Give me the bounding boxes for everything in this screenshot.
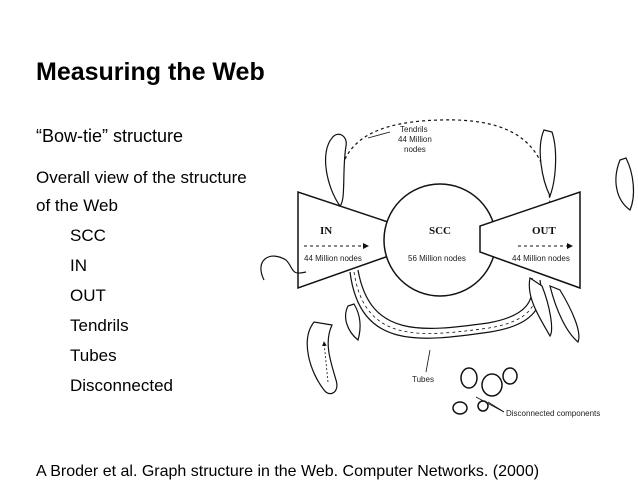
tubes-label: Tubes <box>412 375 434 384</box>
tendril-top-right <box>539 129 557 198</box>
scc-component <box>383 183 497 297</box>
tendrils-label-1: Tendrils <box>400 125 428 134</box>
disconnected-blob-1 <box>460 367 478 389</box>
disconnected-blob-4 <box>452 401 468 415</box>
tube-inner <box>357 269 534 329</box>
out-nodes-label: 44 Million nodes <box>512 254 570 263</box>
out-component <box>479 190 581 290</box>
component-item-out: OUT <box>70 286 106 305</box>
disconnected-blob-3 <box>502 367 518 385</box>
tendrils-label-2: 44 Million <box>398 135 432 144</box>
bow-tie-diagram: Tendrils 44 Million nodes IN 44 Million … <box>260 119 635 418</box>
overview-line-2: of the Web <box>36 196 118 215</box>
in-label: IN <box>320 225 332 237</box>
in-nodes-label: 44 Million nodes <box>304 254 362 263</box>
component-item-scc: SCC <box>70 226 106 245</box>
tendril-left-3 <box>345 303 361 342</box>
overview-line-1: Overall view of the structure <box>36 168 247 187</box>
component-item-tendrils: Tendrils <box>70 316 129 335</box>
disconnected-label: Disconnected components <box>506 409 600 418</box>
bow-tie-heading: “Bow-tie” structure <box>36 126 184 146</box>
tendril-left-1 <box>260 255 307 281</box>
slide-title: Measuring the Web <box>36 58 265 86</box>
citation: A Broder et al. Graph structure in the W… <box>36 463 540 480</box>
tendril-far-right <box>615 157 635 211</box>
tendril-top-left <box>325 133 347 207</box>
scc-label: SCC <box>429 225 451 237</box>
component-item-disconnected: Disconnected <box>70 376 174 395</box>
tendril-right-2 <box>549 285 580 343</box>
tendrils-pointer <box>367 131 391 139</box>
tendrils-label-3: nodes <box>404 145 426 154</box>
disconnected-blob-2 <box>481 373 503 397</box>
tendril-right-1 <box>528 277 553 338</box>
component-item-in: IN <box>70 256 87 275</box>
tendril-left-2 <box>306 321 338 395</box>
scc-nodes-label: 56 Million nodes <box>408 254 466 263</box>
component-item-tubes: Tubes <box>70 346 117 365</box>
out-label: OUT <box>532 225 557 237</box>
